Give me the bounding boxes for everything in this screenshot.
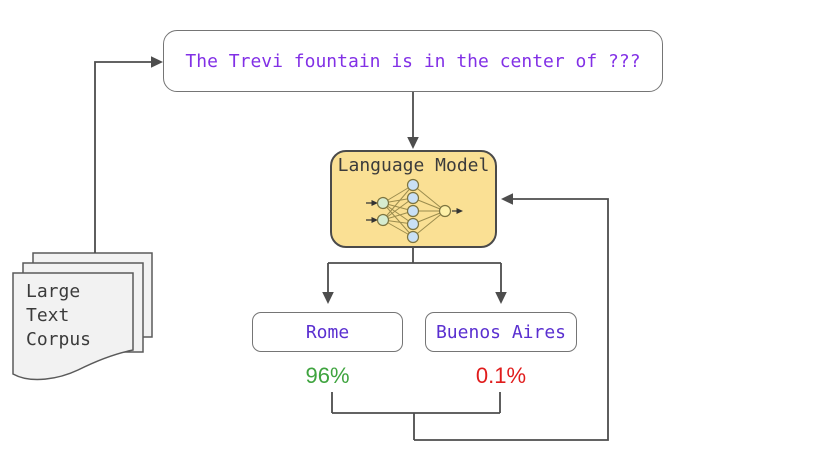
nn-input-node	[376, 196, 390, 210]
question-box: The Trevi fountain is in the center of ?…	[163, 30, 663, 92]
corpus-label: Large Text Corpus	[26, 281, 92, 350]
answer-box-rome: Rome	[252, 312, 403, 352]
nn-hidden-node	[406, 217, 420, 231]
nn-hidden-node	[406, 230, 420, 244]
arrow-corpus-to-question	[94, 56, 163, 253]
nn-output-node	[438, 204, 452, 218]
neural-network-icon	[366, 178, 463, 244]
document-stack-icon	[12, 252, 153, 381]
arrow-model-to-answers	[322, 248, 507, 304]
nn-hidden-node	[406, 178, 420, 192]
answer-box-buenos-aires: Buenos Aires	[425, 312, 577, 352]
page-front	[12, 272, 134, 381]
arrow-feedback-loop	[331, 193, 609, 441]
question-text: The Trevi fountain is in the center of ?…	[185, 50, 641, 72]
nn-hidden-node	[406, 191, 420, 205]
probability-buenos-aires: 0.1%	[475, 363, 527, 388]
answer-label-buenos-aires: Buenos Aires	[435, 321, 567, 343]
language-model-label: Language Model	[337, 155, 490, 176]
nn-input-node	[376, 213, 390, 227]
probability-rome: 96%	[305, 363, 350, 388]
answer-label-rome: Rome	[305, 321, 350, 343]
arrow-question-to-model	[407, 92, 419, 149]
nn-hidden-node	[406, 204, 420, 218]
